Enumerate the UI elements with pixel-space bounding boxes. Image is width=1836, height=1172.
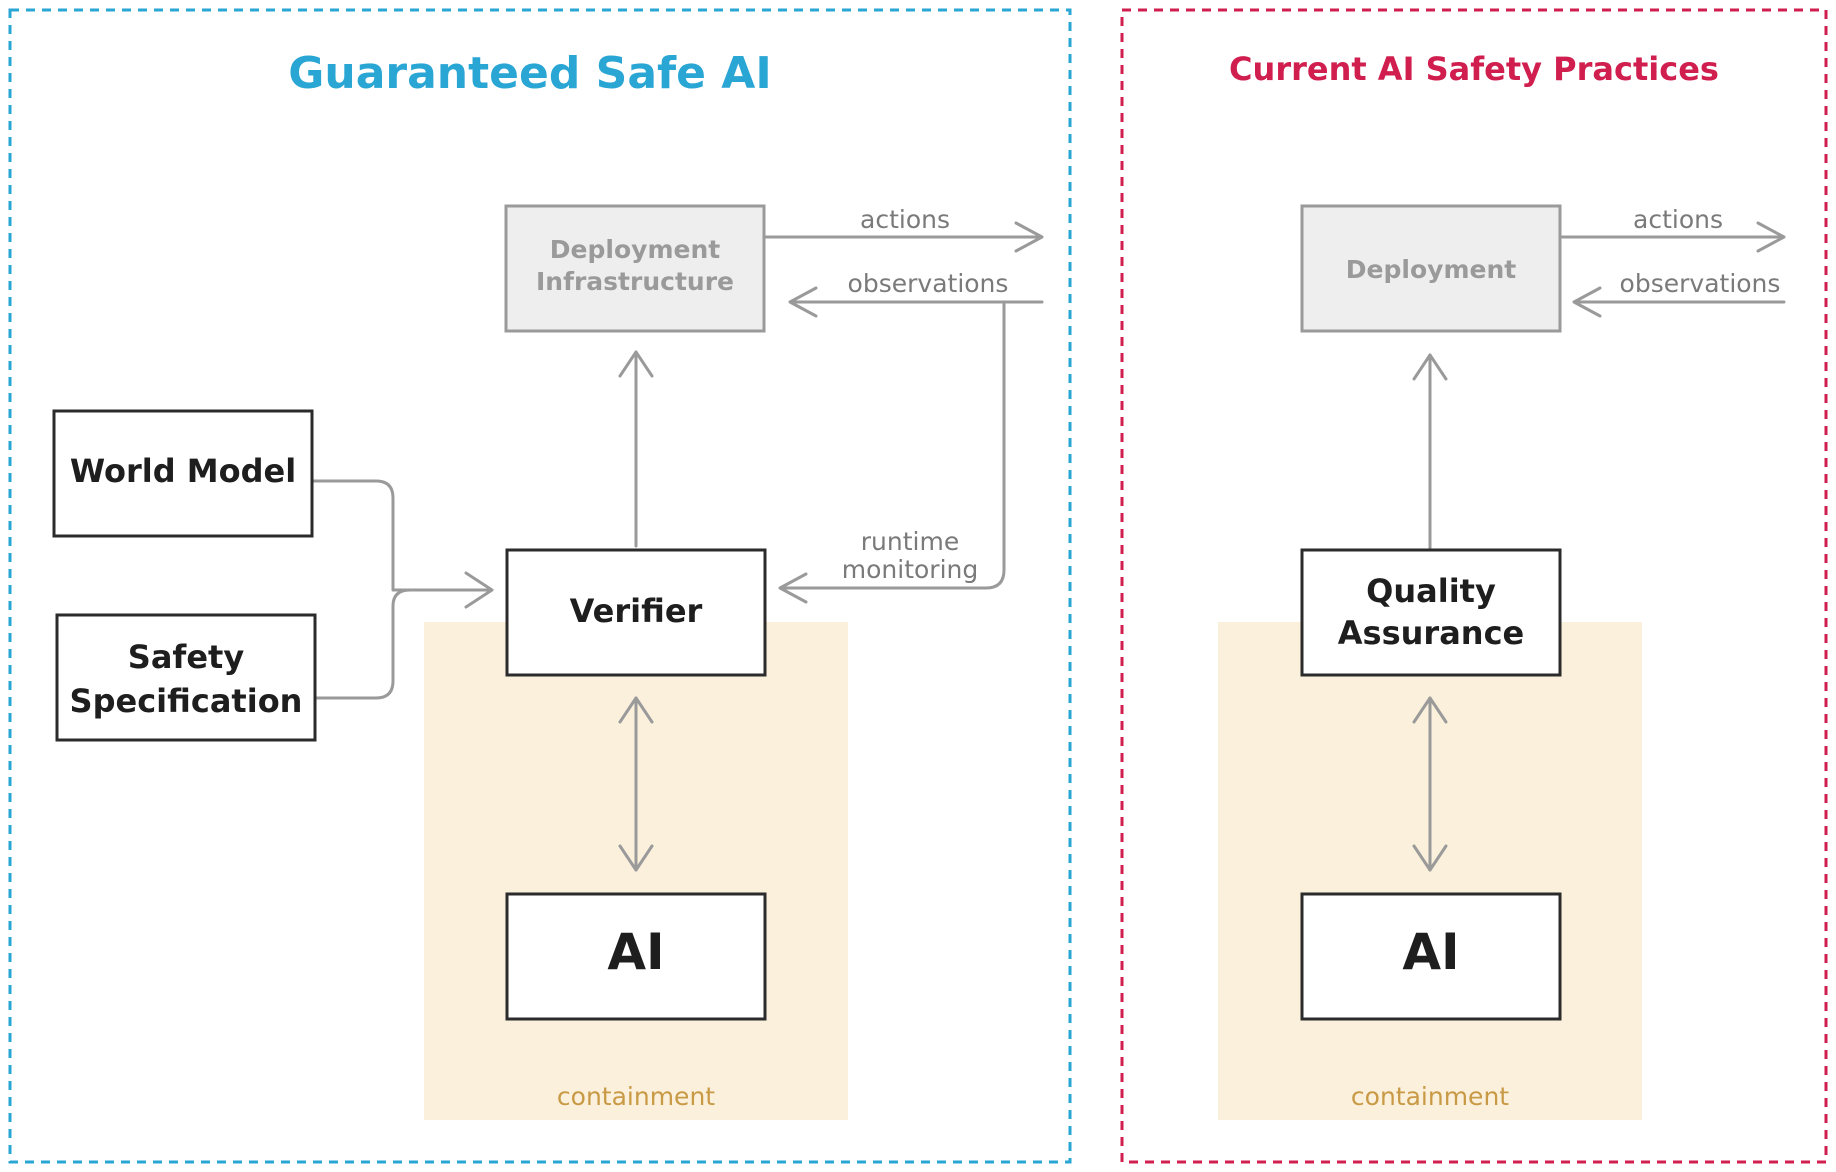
- safety-specification-label-line1: Safety: [128, 638, 245, 676]
- deployment-box: Deployment: [1300, 204, 1562, 333]
- current-title: Current AI Safety Practices: [1229, 50, 1719, 88]
- quality-assurance-label-line2: Assurance: [1338, 614, 1524, 652]
- guaranteed-panel-border: [8, 8, 1072, 1164]
- merge-arrowhead: [464, 571, 494, 609]
- observations-arrowhead-right: [1572, 286, 1602, 318]
- runtime-monitoring-arrow: [780, 300, 1006, 590]
- verifier-to-deployment-arrowhead: [618, 350, 654, 378]
- actions-label-right: actions: [1633, 205, 1723, 234]
- containment-label-right: containment: [1351, 1082, 1509, 1111]
- ai-box-left: AI: [505, 892, 767, 1021]
- verifier-ai-arrowhead-top: [618, 696, 654, 724]
- safety-spec-connector: [314, 588, 412, 700]
- actions-label-left: actions: [860, 205, 950, 234]
- world-model-box: World Model: [52, 409, 314, 538]
- world-model-label: World Model: [70, 452, 296, 490]
- runtime-monitoring-label-line1: runtime: [861, 527, 959, 556]
- runtime-monitoring-label-line2: monitoring: [842, 555, 978, 584]
- deployment-infrastructure-box: Deployment Infrastructure: [504, 204, 766, 333]
- verifier-ai-arrowhead-bottom: [618, 844, 654, 872]
- observations-label-right: observations: [1620, 269, 1781, 298]
- ai-label-left: AI: [607, 923, 664, 981]
- runtime-monitoring-arrowhead: [778, 572, 808, 604]
- deployment-infrastructure-label-line1: Deployment: [550, 235, 720, 264]
- qa-ai-arrowhead-bottom: [1412, 844, 1448, 872]
- observations-label-left: observations: [848, 269, 1009, 298]
- verifier-box: Verifier: [505, 548, 767, 677]
- deployment-label: Deployment: [1346, 255, 1516, 284]
- qa-ai-arrowhead-top: [1412, 696, 1448, 724]
- ai-label-right: AI: [1402, 923, 1459, 981]
- qa-to-deployment-arrowhead: [1412, 353, 1448, 381]
- verifier-label: Verifier: [570, 592, 703, 630]
- safety-specification-box: Safety Specification: [55, 613, 317, 742]
- quality-assurance-box: Quality Assurance: [1300, 548, 1562, 677]
- world-model-connector: [310, 479, 490, 592]
- containment-label-left: containment: [557, 1082, 715, 1111]
- current-panel-border: [1120, 8, 1828, 1164]
- ai-box-right: AI: [1300, 892, 1562, 1021]
- quality-assurance-label-line1: Quality: [1366, 572, 1496, 610]
- actions-arrowhead-right: [1756, 221, 1786, 253]
- observations-arrowhead-left: [788, 286, 818, 318]
- safety-specification-label-line2: Specification: [70, 682, 303, 720]
- guaranteed-title: Guaranteed Safe AI: [288, 48, 771, 99]
- deployment-infrastructure-label-line2: Infrastructure: [536, 267, 734, 296]
- actions-arrowhead-left: [1014, 221, 1044, 253]
